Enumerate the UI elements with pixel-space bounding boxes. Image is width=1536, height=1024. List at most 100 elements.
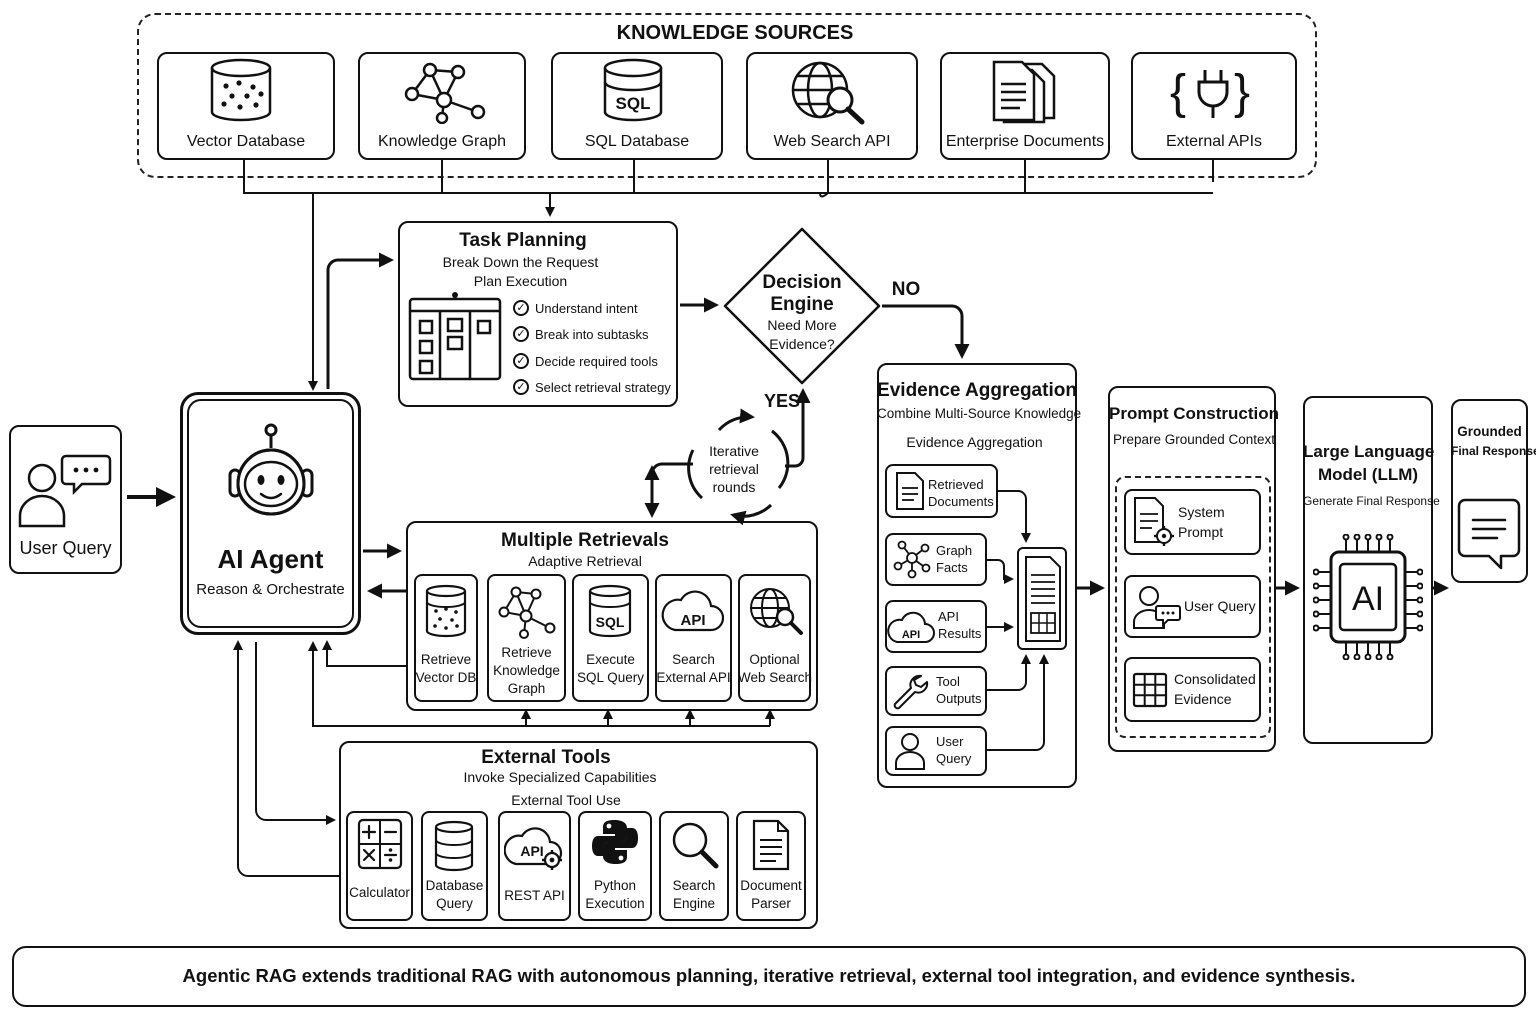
api-plug-icon: { } [1170, 66, 1250, 119]
tool-label: Execution [585, 896, 645, 911]
retrieval-label: Optional [749, 652, 800, 667]
document-gear-icon [1134, 497, 1174, 546]
evidence-label: Outputs [936, 691, 982, 706]
retrieval-label: SQL Query [576, 670, 645, 685]
tool-label: Search [672, 878, 716, 893]
robot-icon [228, 423, 314, 516]
retrieval-label: Vector DB [415, 670, 477, 685]
evidence-sub2: Evidence Aggregation [906, 434, 1043, 450]
document-icon [752, 819, 790, 871]
graph-icon [893, 540, 931, 579]
retrieval-label: Execute [586, 652, 635, 667]
cloud-api-icon: API [661, 590, 725, 632]
footer-caption-box [12, 946, 1526, 1007]
globe-search-icon [750, 588, 803, 635]
check-icon: ✓ [513, 353, 529, 369]
decision-diamond[interactable] [722, 226, 882, 386]
retrieval-web-search[interactable] [738, 574, 811, 702]
ai-chip-icon: AI [1313, 534, 1423, 660]
task-planning-line1: Break Down the Request [442, 254, 599, 270]
retrieval-label: Knowledge [493, 663, 560, 678]
evidence-label: API [938, 609, 959, 624]
prompt-inner-dashed [1115, 476, 1271, 738]
prompt-item-label: Consolidated [1174, 671, 1256, 687]
check-label: Understand intent [535, 300, 638, 316]
source-label: Web Search API [773, 133, 891, 150]
evidence-label: Results [938, 626, 982, 641]
check-label: Decide required tools [535, 353, 658, 369]
source-label: External APIs [1165, 133, 1263, 150]
check-item: ✓ Select retrieval strategy [513, 379, 671, 395]
user-chat-icon [18, 454, 112, 528]
check-label: Select retrieval strategy [535, 379, 671, 395]
source-label: SQL Database [584, 133, 690, 150]
svg-text:{: { [1170, 66, 1186, 119]
retrieval-sql-query[interactable] [572, 574, 649, 702]
evidence-title: Evidence Aggregation [877, 380, 1077, 401]
document-icon [896, 472, 924, 510]
tool-label: Engine [672, 896, 716, 911]
evidence-api-results[interactable] [885, 600, 987, 653]
knowledge-graph-icon [404, 62, 486, 124]
vector-db-icon [425, 584, 467, 638]
llm-subtitle: Generate Final Response [1303, 494, 1440, 508]
source-label: Vector Database [186, 133, 306, 150]
tool-label: Parser [751, 896, 791, 911]
retrievals-subtitle: Adaptive Retrieval [528, 553, 642, 569]
evidence-label: User [936, 734, 964, 749]
source-label: Enterprise Documents [945, 133, 1105, 150]
check-label: Break into subtasks [535, 326, 649, 342]
sql-label: SQL [616, 94, 651, 113]
evidence-graph-facts[interactable] [885, 533, 987, 586]
chat-bubble-icon [1457, 498, 1521, 570]
task-planning-line2: Plan Execution [473, 273, 568, 289]
source-label: Knowledge Graph [377, 133, 507, 150]
knowledge-sources-panel [137, 13, 1317, 178]
retrieval-label: External API [656, 670, 731, 685]
iterative-line1: Iterative [709, 443, 759, 459]
vector-database-icon [210, 58, 272, 122]
check-item: ✓Break into subtasks [513, 326, 648, 342]
final-line2: Final Response [1451, 444, 1536, 458]
api-label: API [902, 629, 920, 641]
user-query-label: User Query [19, 538, 112, 558]
decision-title1: Decision [762, 272, 842, 293]
evidence-tool-outputs[interactable] [885, 666, 987, 716]
ai-agent-subtitle: Reason & Orchestrate [196, 581, 345, 598]
check-icon: ✓ [513, 379, 529, 395]
retrieval-label: Retrieve [420, 652, 472, 667]
task-planning-title: Task Planning [459, 230, 587, 251]
python-logo-icon [592, 820, 638, 864]
retrieval-label: Retrieve [501, 645, 552, 660]
evidence-label: Query [936, 751, 972, 766]
cloud-api-gear-icon: API [504, 827, 563, 870]
retrieval-label: Search [672, 652, 715, 667]
kanban-board-icon [408, 292, 502, 381]
evidence-label: Documents [928, 494, 994, 509]
database-icon [434, 820, 474, 872]
user-chat-icon [1133, 586, 1181, 629]
tool-label: Calculator [349, 885, 410, 900]
decision-question2: Evidence? [769, 336, 835, 352]
grid-table-icon [1132, 672, 1168, 708]
api-label: API [520, 843, 543, 859]
check-item: ✓ Decide required tools [513, 353, 658, 369]
cloud-api-icon: API [887, 611, 935, 643]
iterative-line2: retrieval [709, 461, 759, 477]
sql-database-icon: SQL [603, 58, 663, 122]
tools-sub2: External Tool Use [511, 792, 621, 808]
evidence-label: Tool [936, 674, 960, 689]
merged-document-icon [1025, 556, 1061, 642]
prompt-title: Prompt Construction [1109, 404, 1279, 423]
ai-agent-title: AI Agent [217, 544, 324, 574]
sql-database-icon: SQL [588, 584, 632, 638]
check-icon: ✓ [513, 300, 529, 316]
api-label: API [680, 612, 705, 629]
evidence-subtitle: Combine Multi-Source Knowledge [877, 406, 1082, 421]
calculator-icon [357, 818, 403, 870]
ai-chip-label: AI [1352, 580, 1384, 618]
decision-title2: Engine [770, 294, 834, 315]
prompt-item-label: User Query [1184, 598, 1256, 614]
magnifier-icon [672, 822, 719, 869]
decision-yes-label: YES [763, 391, 801, 411]
